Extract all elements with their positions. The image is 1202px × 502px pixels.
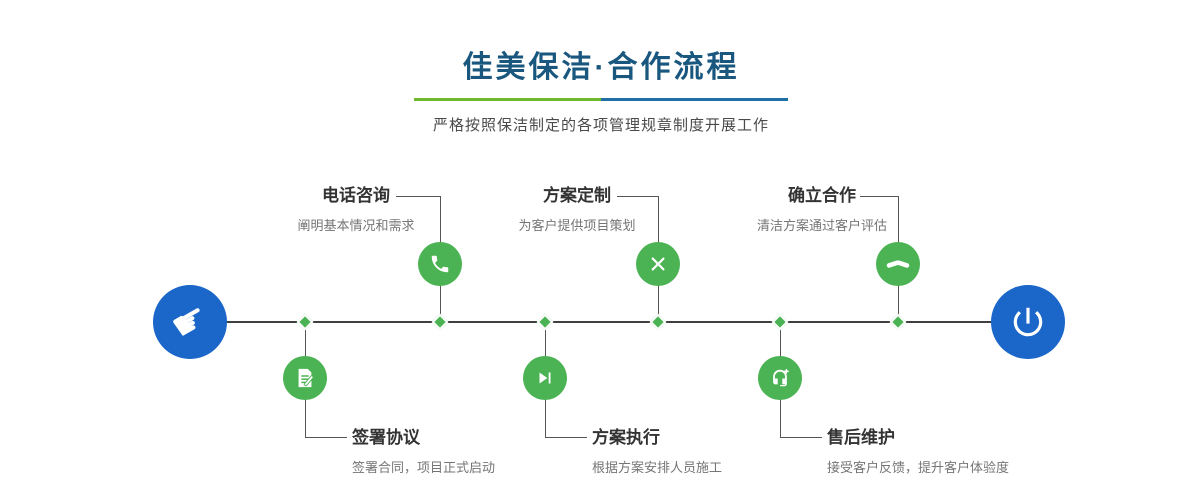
step-node-execute [523, 356, 567, 400]
step-title: 电话咨询 [322, 186, 390, 205]
step-label-phone-consult: 电话咨询 阐明基本情况和需求 [271, 186, 441, 234]
page-subtitle: 严格按照保洁制定的各项管理规章制度开展工作 [432, 117, 769, 134]
step-node-phone [418, 242, 462, 286]
step-node-service [758, 356, 802, 400]
design-tools-icon [647, 253, 669, 275]
step-title: 签署协议 [352, 428, 420, 447]
step-label-sign-agreement: 签署协议 签署合同，项目正式启动 [352, 428, 495, 476]
customer-service-icon [769, 367, 791, 389]
step-label-establish-coop: 确立合作 清洁方案通过客户评估 [737, 186, 907, 234]
connector-line [617, 196, 658, 197]
step-title: 确立合作 [788, 186, 856, 205]
timeline-diamond [771, 313, 789, 331]
step-title: 售后维护 [827, 428, 895, 447]
title-underline [414, 98, 788, 101]
timeline-diamond [649, 313, 667, 331]
step-label-plan-custom: 方案定制 为客户提供项目策划 [492, 186, 662, 234]
step-title: 方案定制 [543, 186, 611, 205]
power-icon [1009, 303, 1047, 341]
page-title: 佳美保洁·合作流程 [462, 51, 740, 84]
phone-icon [429, 253, 451, 275]
step-node-contract [283, 356, 327, 400]
step-desc: 清洁方案通过客户评估 [756, 218, 887, 233]
step-desc: 根据方案安排人员施工 [592, 460, 723, 475]
step-title: 方案执行 [592, 428, 660, 447]
end-node [991, 285, 1065, 359]
step-node-design [636, 242, 680, 286]
handshake-icon [886, 252, 910, 276]
step-label-execute-plan: 方案执行 根据方案安排人员施工 [592, 428, 722, 476]
step-desc: 接受客户反馈，提升客户体验度 [827, 460, 1010, 475]
timeline-diamond [296, 313, 314, 331]
timeline-diamond [536, 313, 554, 331]
pointing-hand-icon: ☛ [163, 293, 217, 351]
play-next-icon [534, 367, 556, 389]
step-node-handshake [876, 242, 920, 286]
step-desc: 阐明基本情况和需求 [297, 218, 415, 233]
connector-line [780, 437, 822, 438]
contract-icon [294, 367, 316, 389]
step-label-after-sales: 售后维护 接受客户反馈，提升客户体验度 [827, 428, 1009, 476]
underline-blue-segment [601, 98, 788, 101]
step-desc: 为客户提供项目策划 [518, 218, 636, 233]
connector-line [860, 196, 898, 197]
timeline-line [190, 321, 1028, 323]
step-desc: 签署合同，项目正式启动 [352, 460, 496, 475]
timeline-diamond [889, 313, 907, 331]
connector-line [305, 437, 347, 438]
connector-line [396, 196, 440, 197]
start-node: ☛ [153, 285, 227, 359]
timeline-diamond [431, 313, 449, 331]
underline-green-segment [414, 98, 601, 101]
header: 佳美保洁·合作流程 严格按照保洁制定的各项管理规章制度开展工作 [0, 42, 1202, 135]
connector-line [545, 437, 587, 438]
